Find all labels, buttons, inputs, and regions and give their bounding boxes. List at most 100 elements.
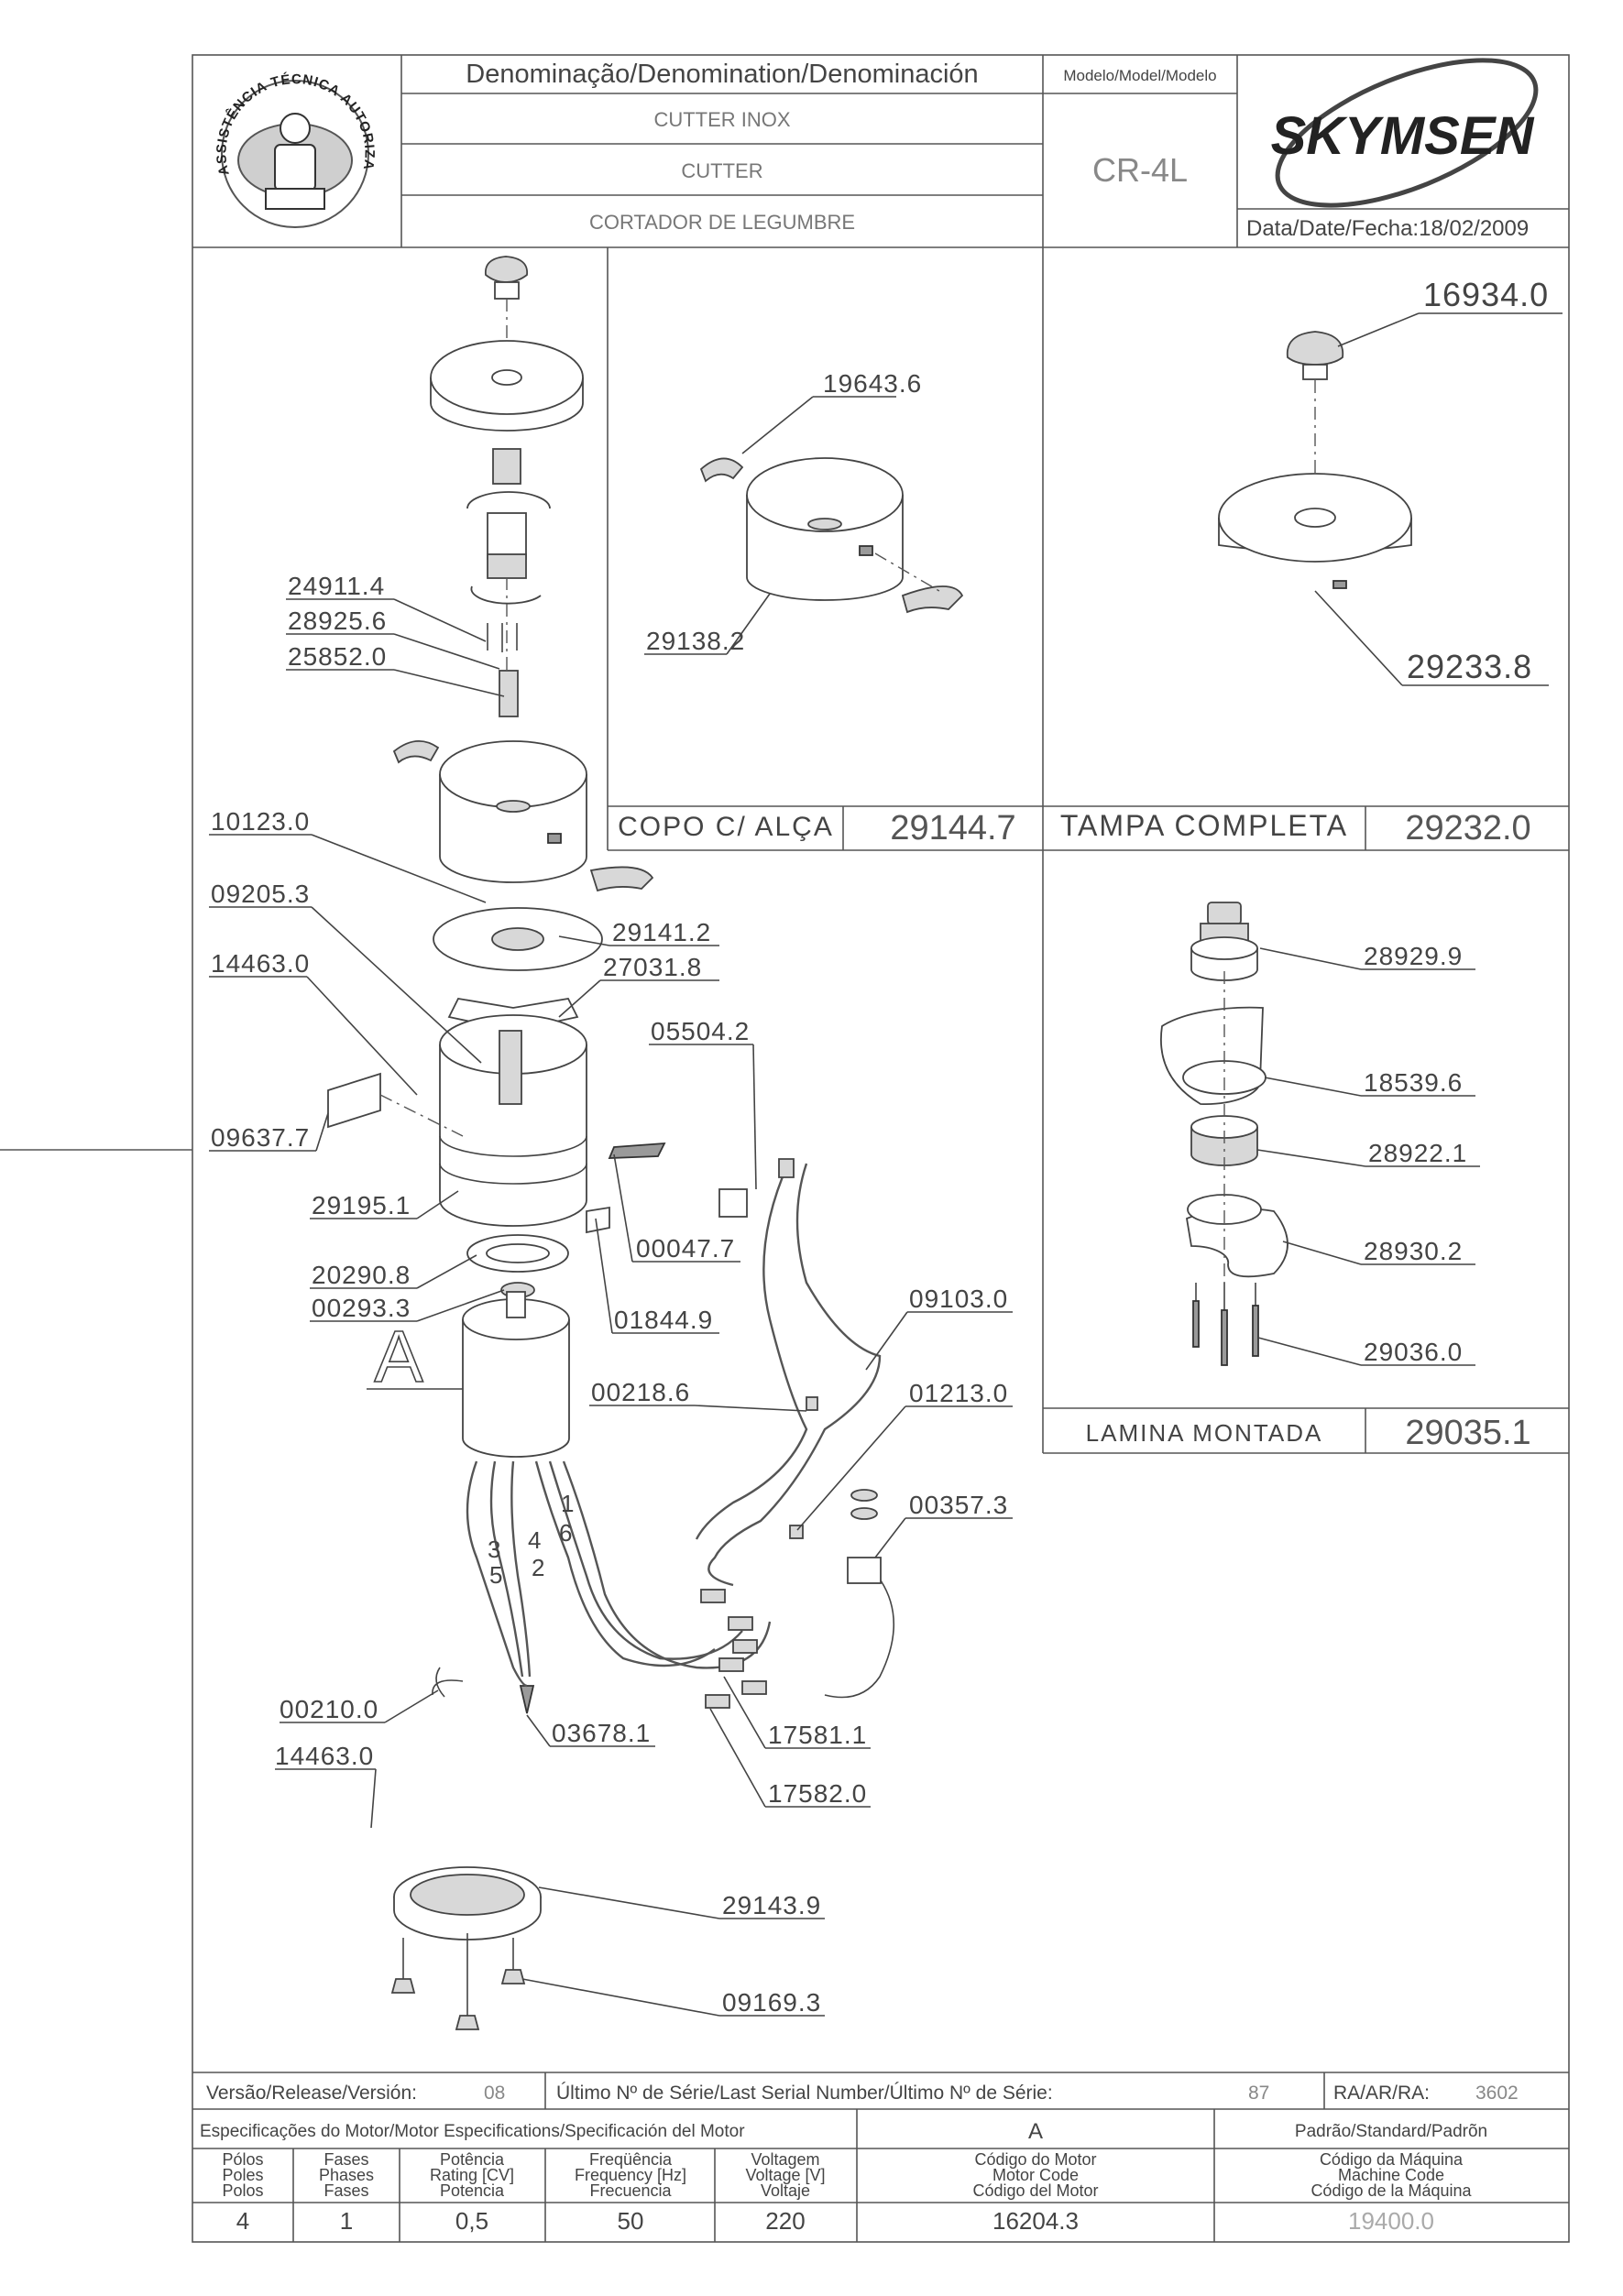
denomination-es: CORTADOR DE LEGUMBRE	[589, 211, 855, 234]
serial-value: 87	[1248, 2083, 1269, 2104]
motor-reference-letter: A	[374, 1316, 423, 1397]
motor-code-header-es: Código del Motor	[972, 2181, 1098, 2200]
label-28930-2: 28930.2	[1364, 1237, 1463, 1265]
lamina-title: LAMINA MONTADA	[1086, 1419, 1323, 1447]
voltage-header-en: Voltage [V]	[745, 2166, 825, 2184]
frequency-header-es: Frecuencia	[589, 2181, 672, 2200]
spec-column-motor-code: Código do Motor Motor Code Código del Mo…	[972, 2150, 1098, 2235]
release-value: 08	[484, 2083, 505, 2104]
wire-number-1: 1	[561, 1490, 574, 1517]
copo-assembly-drawing	[699, 457, 964, 614]
motor-spec-label: Especificações do Motor/Motor Especifica…	[200, 2122, 745, 2141]
label-29233-8: 29233.8	[1407, 648, 1532, 685]
phases-header-pt: Fases	[324, 2150, 368, 2169]
label-29143-9: 29143.9	[722, 1891, 821, 1919]
footer-table: Versão/Release/Versión: 08 Último Nº de …	[200, 2083, 1519, 2235]
motor-spec-ref: A	[1028, 2119, 1043, 2144]
spec-column-phases: Fases Phases Fases 1	[319, 2150, 374, 2235]
machine-code-header-es: Código de la Máquina	[1310, 2181, 1472, 2200]
release-label: Versão/Release/Versión:	[206, 2083, 417, 2104]
ra-label: RA/AR/RA:	[1333, 2083, 1430, 2104]
poles-header-pt: Pólos	[222, 2150, 263, 2169]
label-28922-1: 28922.1	[1368, 1139, 1467, 1167]
label-29141-2: 29141.2	[612, 918, 711, 946]
poles-header-es: Polos	[222, 2181, 263, 2200]
logo-seal: ASSISTÊNCIA TÉCNICA AUTORIZADA	[0, 0, 377, 228]
label-09103-0: 09103.0	[909, 1285, 1008, 1313]
voltage-header-pt: Voltagem	[751, 2150, 819, 2169]
serial-label: Último Nº de Série/Last Serial Number/Úl…	[556, 2083, 1053, 2104]
poles-value: 4	[236, 2207, 249, 2235]
label-01213-0: 01213.0	[909, 1379, 1008, 1407]
motor-code-header-pt: Código do Motor	[974, 2150, 1096, 2169]
copo-code: 29144.7	[890, 809, 1015, 847]
wire-numbers: 1 6 4 3 5 2	[488, 1490, 574, 1589]
copo-title: COPO C/ ALÇA	[618, 812, 834, 842]
frequency-header-pt: Freqüência	[589, 2150, 673, 2169]
tampa-assembly-drawing	[1218, 331, 1412, 589]
rating-value: 0,5	[455, 2207, 488, 2235]
lamina-code: 29035.1	[1405, 1414, 1530, 1452]
label-18539-6: 18539.6	[1364, 1068, 1463, 1097]
label-09637-7: 09637.7	[211, 1123, 310, 1152]
motor-code-header-en: Motor Code	[992, 2166, 1079, 2184]
part-labels: 19643.6 29138.2 16934.0 29233.8 24911.4 …	[211, 276, 1549, 2017]
label-29036-0: 29036.0	[1364, 1338, 1463, 1366]
label-20290-8: 20290.8	[312, 1261, 411, 1289]
spec-column-machine-code: Código da Máquina Machine Code Código de…	[1310, 2150, 1472, 2235]
date-field: Data/Date/Fecha:18/02/2009	[1246, 216, 1529, 241]
wire-number-2: 2	[532, 1554, 544, 1581]
label-00218-6: 00218.6	[591, 1378, 690, 1406]
label-16934-0: 16934.0	[1423, 276, 1549, 313]
brand-name: SKYMSEN	[1271, 106, 1535, 166]
wire-number-5: 5	[489, 1561, 502, 1589]
phases-header-es: Fases	[324, 2181, 368, 2200]
denomination-label: Denominação/Denomination/Denominación	[466, 60, 978, 89]
label-17581-1: 17581.1	[768, 1721, 867, 1749]
label-25852-0: 25852.0	[288, 642, 387, 671]
model-value: CR-4L	[1092, 151, 1188, 189]
frequency-header-en: Frequency [Hz]	[575, 2166, 686, 2184]
denomination-en: CUTTER	[681, 159, 762, 182]
leader-lines	[209, 312, 1563, 2017]
spec-column-frequency: Freqüência Frequency [Hz] Frecuencia 50	[575, 2150, 686, 2235]
machine-code-header-en: Machine Code	[1338, 2166, 1444, 2184]
label-00047-7: 00047.7	[636, 1234, 735, 1263]
label-14463-0-bottom: 14463.0	[275, 1742, 374, 1770]
label-19643-6: 19643.6	[823, 369, 922, 398]
label-05504-2: 05504.2	[651, 1017, 750, 1045]
wire-number-3: 3	[488, 1536, 500, 1563]
phases-header-en: Phases	[319, 2166, 374, 2184]
spec-column-rating: Potência Rating [CV] Potencia 0,5	[430, 2150, 514, 2235]
label-24911-4: 24911.4	[288, 572, 385, 600]
rating-header-es: Potencia	[440, 2181, 505, 2200]
label-00357-3: 00357.3	[909, 1491, 1008, 1519]
spec-column-poles: Pólos Poles Polos 4	[222, 2150, 263, 2235]
drawing-frame	[0, 54, 1570, 2243]
standard-label: Padrão/Standard/Padrõn	[1295, 2122, 1487, 2141]
label-09205-3: 09205.3	[211, 880, 310, 908]
motor-code-value: 16204.3	[992, 2207, 1079, 2235]
rating-header-pt: Potência	[440, 2150, 505, 2169]
wire-number-4: 4	[528, 1526, 541, 1554]
voltage-value: 220	[765, 2207, 805, 2235]
label-03678-1: 03678.1	[552, 1719, 651, 1747]
label-00210-0: 00210.0	[280, 1695, 378, 1723]
tampa-title: TAMPA COMPLETA	[1060, 809, 1348, 842]
machine-code-value: 19400.0	[1348, 2207, 1434, 2235]
label-00293-3: 00293.3	[312, 1294, 411, 1322]
phases-value: 1	[340, 2207, 353, 2235]
machine-code-header-pt: Código da Máquina	[1320, 2150, 1464, 2169]
lamina-assembly-drawing	[1160, 902, 1289, 1366]
label-27031-8: 27031.8	[603, 953, 702, 981]
label-17582-0: 17582.0	[768, 1779, 867, 1808]
brand-logo: SKYMSEN	[1271, 58, 1539, 208]
label-29195-1: 29195.1	[312, 1191, 411, 1219]
denomination-pt: CUTTER INOX	[653, 108, 790, 131]
tampa-code: 29232.0	[1405, 809, 1530, 847]
label-14463-0-top: 14463.0	[211, 949, 310, 978]
spec-column-voltage: Voltagem Voltage [V] Voltaje 220	[745, 2150, 825, 2235]
rating-header-en: Rating [CV]	[430, 2166, 514, 2184]
voltage-header-es: Voltaje	[761, 2181, 810, 2200]
